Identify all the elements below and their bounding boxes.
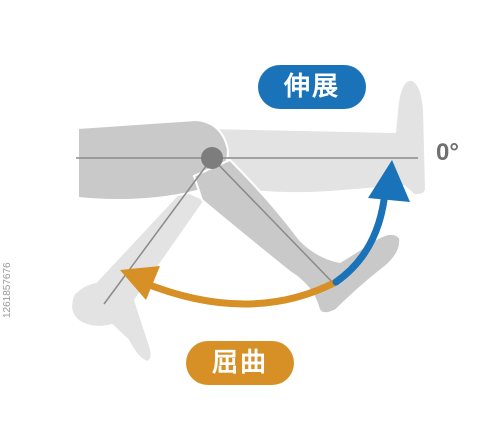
arrow-up-right-icon (332, 160, 410, 286)
flexed-axis-line (103, 157, 213, 305)
lower-leg-axis-line (211, 157, 337, 287)
zero-degree-label: 0° (436, 139, 459, 166)
extended-leg (203, 78, 428, 197)
extension-label: 伸展 (258, 65, 366, 109)
knee-joint (201, 147, 223, 169)
stock-id: 1261857676 (2, 262, 13, 318)
flexion-label: 屈曲 (186, 341, 294, 385)
arrow-left-icon (120, 266, 340, 308)
